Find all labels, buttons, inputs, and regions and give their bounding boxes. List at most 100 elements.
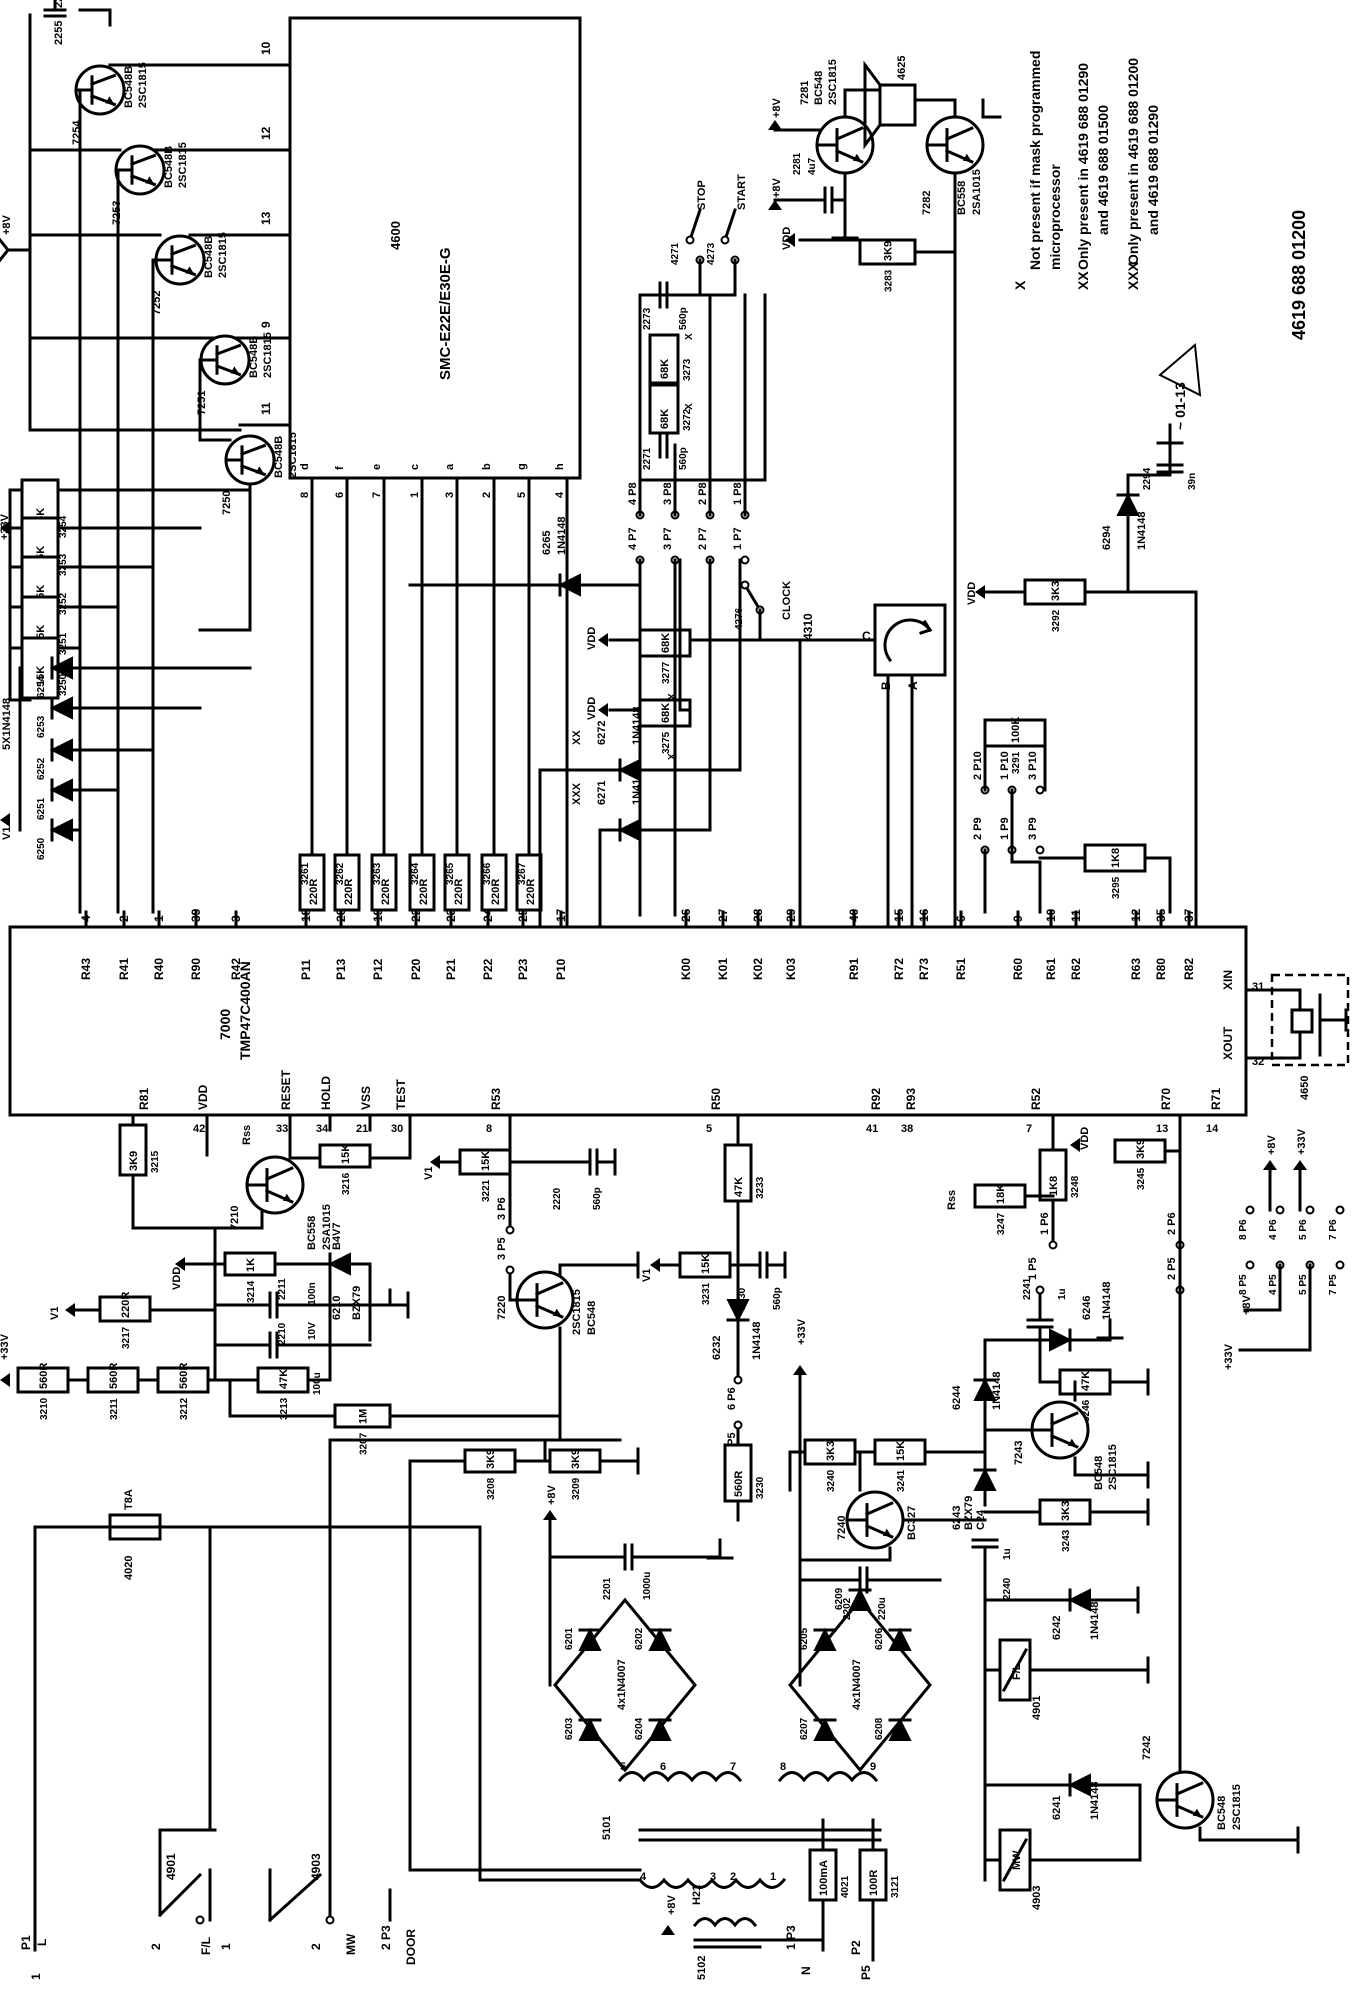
cap-ref: 2241 xyxy=(1022,1277,1033,1300)
arrow-head xyxy=(0,813,10,827)
pin-name: R82 xyxy=(1182,958,1196,980)
ground-3246 xyxy=(1128,1368,1150,1396)
pin-name: P22 xyxy=(481,958,495,980)
wire xyxy=(438,1113,592,1164)
display-ic-bottom-pin: b2 xyxy=(481,463,493,498)
bridge-label: 4x1N4007 xyxy=(616,1659,628,1710)
diode-6208: 6208 xyxy=(874,1717,912,1741)
cap-value: 1u xyxy=(1057,1288,1068,1300)
svg-text:C: C xyxy=(862,629,871,643)
bottom-terminal: 4903 xyxy=(309,1853,323,1880)
diode-ref: 6209 xyxy=(834,1587,845,1610)
wire xyxy=(288,1113,412,1160)
cap-value: 560p xyxy=(678,447,689,470)
arrow-head xyxy=(0,1373,10,1387)
switch-4903 xyxy=(267,1838,335,1925)
diode-ref: 6205 xyxy=(799,1627,810,1650)
ground-2201 xyxy=(706,1538,734,1560)
connector-label: 4 P6 xyxy=(1268,1219,1279,1240)
terminal-label: 1 xyxy=(29,1973,43,1980)
cap-rating: 10V xyxy=(307,1322,318,1340)
connector-label: 8 P5 xyxy=(1238,1274,1249,1295)
transistor-part2: 2SC1815 xyxy=(1107,1444,1119,1490)
connector-point xyxy=(733,1420,743,1430)
resistor-value: 1K xyxy=(245,1258,257,1272)
transistor-part2: 2SA1015 xyxy=(321,1204,333,1250)
terminal-label: 2 P3 xyxy=(379,1925,393,1950)
ground-6246 xyxy=(1096,1318,1124,1340)
diode-part: 1N4148 xyxy=(1136,511,1148,550)
resistor-ref: 3292 xyxy=(1051,609,1062,632)
wire xyxy=(228,1378,562,1418)
wire xyxy=(1178,1113,1282,1842)
resistor-value: 100R xyxy=(868,1870,880,1896)
resistor-ref: 3208 xyxy=(486,1477,497,1500)
connector-label: 1 P10 xyxy=(999,751,1011,780)
resistor-value: 1M xyxy=(358,1409,370,1424)
left-resistor-diode-block: 15K325415K325315K325215K325115K3250+33V6… xyxy=(0,478,252,860)
resistor-value: 3K9 xyxy=(1135,1139,1147,1159)
resistor-value: 68K xyxy=(659,409,671,429)
transistor-arrow xyxy=(552,1308,562,1317)
supply-vdd-r xyxy=(1070,1138,1080,1152)
switch-4901 xyxy=(157,1828,212,1925)
wire xyxy=(215,343,242,356)
supply-8v-choke xyxy=(661,1925,675,1935)
resistor-ref: 3233 xyxy=(755,1176,766,1199)
cap-value: 1000u xyxy=(642,1572,653,1600)
supply-label: V1 xyxy=(641,1269,653,1282)
resistor-value: 47K xyxy=(733,1177,745,1197)
resistor-value: 3K3 xyxy=(825,1441,837,1461)
arrow-head xyxy=(768,200,782,210)
resistor-value: 3K9 xyxy=(883,241,895,261)
diode-6205: 6205 xyxy=(799,1627,837,1651)
choke-ref: 5102 xyxy=(696,1956,708,1980)
resistor-ref: 3207 xyxy=(359,1432,370,1455)
pin-number: 22 xyxy=(409,908,423,922)
resistor-ref: 3262 xyxy=(335,862,346,885)
resistor-value: 3K9 xyxy=(485,1449,497,1469)
pin-number: 34 xyxy=(316,1123,329,1135)
connector-point xyxy=(1245,1260,1255,1270)
diode-body xyxy=(49,738,73,762)
supply-33v-mid xyxy=(793,1365,807,1375)
transistor-arrow xyxy=(145,176,155,185)
pin-number: 33 xyxy=(276,1123,288,1135)
terminal-label: P5 xyxy=(859,1965,873,1980)
resistor-value: 220R xyxy=(343,879,355,905)
resistor-value: 560R xyxy=(108,1363,120,1389)
pin-name: R50 xyxy=(709,1088,723,1110)
cap-ref: 2294 xyxy=(1142,467,1153,490)
resistor-ref: 3243 xyxy=(1061,1529,1072,1552)
resistor-ref: 3241 xyxy=(896,1469,907,1492)
diode-ref: 6206 xyxy=(874,1627,885,1650)
diode-part: 1N4148 xyxy=(1101,1281,1113,1320)
wire xyxy=(1128,1656,1150,1684)
wire xyxy=(1118,1586,1140,1614)
pin-number: 18 xyxy=(299,908,313,922)
pin-number: 5 xyxy=(706,1123,712,1135)
pin-name: R70 xyxy=(1159,1088,1173,1110)
pin-number: 19 xyxy=(371,908,385,922)
resistor-ref: 3253 xyxy=(58,553,69,576)
resistor-ref: 3212 xyxy=(179,1397,190,1420)
supply-33v-reset xyxy=(0,1373,10,1387)
wire xyxy=(350,1262,372,1342)
terminal-label: 1 P3 xyxy=(784,1925,798,1950)
ground-3243 xyxy=(1128,1498,1150,1526)
resistor-ref: 3295 xyxy=(1111,876,1122,899)
connector-point xyxy=(1305,1205,1315,1215)
cap-value: 100u xyxy=(312,1372,323,1395)
pin-name: R61 xyxy=(1044,958,1058,980)
transistor-arrow xyxy=(185,266,195,275)
terminal-label: MW xyxy=(344,1933,358,1955)
